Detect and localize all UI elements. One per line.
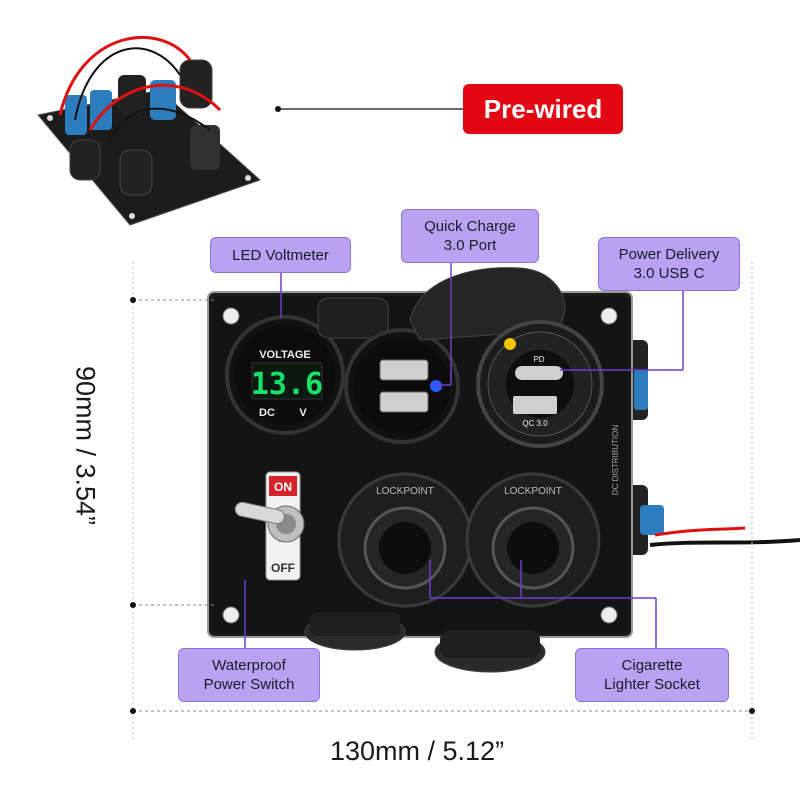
callout-cigarette-socket: Cigarette Lighter Socket [575,648,729,702]
switch-off-label: OFF [271,561,295,575]
prewired-leader [275,106,465,112]
side-distribution-label: DC DISTRIBUTION [611,425,620,495]
lockpoint-label-1: LOCKPOINT [376,486,434,497]
lockpoint-label-2: LOCKPOINT [504,486,562,497]
voltmeter-label: VOLTAGE [259,349,311,361]
voltmeter-reading: 13.6 [251,367,323,402]
switch-on-label: ON [274,480,292,494]
voltmeter-v: V [299,407,307,419]
callout-power-delivery: Power Delivery 3.0 USB C [598,237,740,291]
pd-label: PD [533,355,544,364]
callout-waterproof-switch: Waterproof Power Switch [178,648,320,702]
qc-label: QC 3.0 [522,419,548,428]
voltmeter-dc: DC [259,407,275,419]
callout-led-voltmeter: LED Voltmeter [210,237,351,273]
prewired-thumbnail [37,36,261,226]
prewired-badge: Pre-wired [463,84,623,134]
callout-quick-charge: Quick Charge 3.0 Port [401,209,539,263]
width-dimension: 130mm / 5.12” [330,736,505,766]
height-dimension: 90mm / 3.54” [70,365,101,526]
